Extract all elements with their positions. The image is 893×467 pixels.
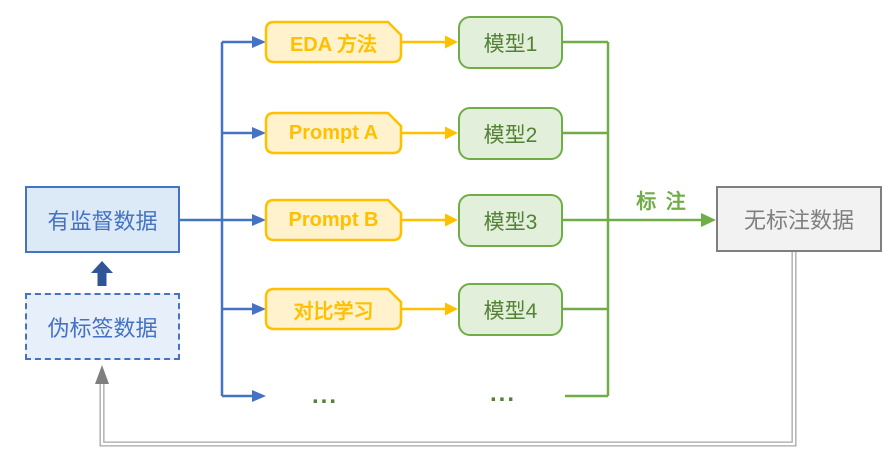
- yellow-arrowhead-icon: [445, 35, 458, 49]
- blue-arrowhead-icon: [252, 303, 266, 315]
- method-box-shape-contrastive: [264, 287, 403, 331]
- supervised-data-box: 有监督数据: [25, 186, 180, 253]
- unlabeled-data-box: 无标注数据: [716, 186, 882, 252]
- model-box-3: 模型3: [458, 194, 563, 247]
- yellow-arrowhead-icon: [445, 126, 458, 140]
- model-box-1: 模型1: [458, 16, 563, 69]
- feedback-line: [99, 252, 797, 447]
- feedback-line-core: [100, 252, 796, 446]
- blue-arrowhead-icon: [252, 390, 266, 402]
- blue-arrowhead-icon: [252, 36, 266, 48]
- method-box-contrastive: 对比学习: [293, 300, 374, 323]
- annotate-edge-label: 标 注: [636, 190, 688, 213]
- methods-ellipsis: ...: [312, 382, 339, 409]
- method-box-shape-eda: [264, 20, 403, 64]
- blue-arrowhead-icon: [252, 127, 266, 139]
- model-box-2: 模型2: [458, 107, 563, 160]
- models-ellipsis: ...: [490, 380, 517, 407]
- pseudo-label-data-box: 伪标签数据: [25, 293, 180, 360]
- yellow-arrowhead-icon: [445, 302, 458, 316]
- method-box-prompt-b: Prompt B: [288, 208, 379, 231]
- method-box-prompt-a: Prompt A: [288, 121, 379, 144]
- blue-arrowhead-icon: [252, 214, 266, 226]
- yellow-arrowhead-icon: [445, 213, 458, 227]
- green-arrowhead-icon: [701, 213, 716, 227]
- method-box-shape-prompt-a: [264, 111, 403, 155]
- method-box-shape-prompt-b: [264, 198, 403, 242]
- method-box-eda: EDA 方法: [289, 33, 378, 56]
- up-block-arrow-icon: [91, 261, 113, 286]
- model-box-4: 模型4: [458, 283, 563, 336]
- feedback-arrowhead-icon: [95, 365, 109, 384]
